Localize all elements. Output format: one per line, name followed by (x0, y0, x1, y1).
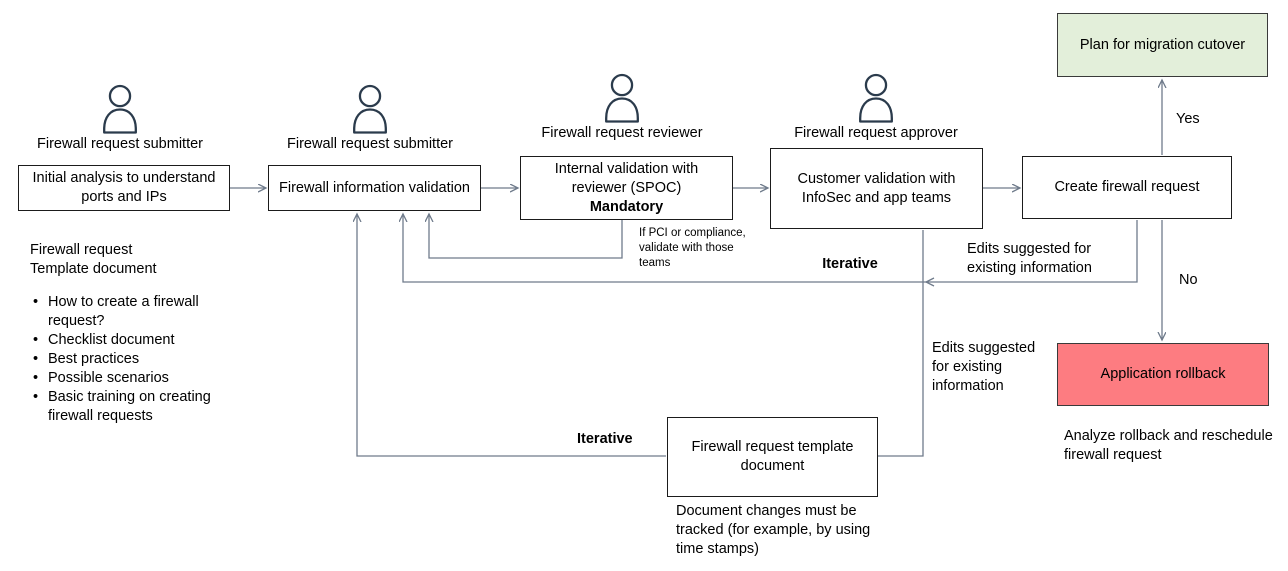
actor-submitter-2: Firewall request submitter (260, 84, 480, 152)
actor-label: Firewall request submitter (287, 136, 453, 152)
yes-label: Yes (1176, 111, 1200, 127)
bullet-item: Possible scenarios (30, 369, 220, 388)
flow-node-firewall-info-validation: Firewall information validation (268, 165, 481, 211)
node-label: Internal validation with reviewer (SPOC) (554, 160, 699, 196)
flow-node-application-rollback: Application rollback (1057, 343, 1269, 406)
node-label: Application rollback (1100, 366, 1226, 382)
node-label: Create firewall request (1054, 179, 1200, 195)
iterative-label-top: Iterative (822, 256, 878, 272)
pci-compliance-note: If PCI or compliance, validate with thos… (639, 227, 746, 269)
iterative-label-bottom: Iterative (577, 431, 633, 447)
flow-node-initial-analysis: Initial analysis to understand ports and… (18, 165, 230, 211)
bullet-item: How to create a firewall request? (30, 293, 220, 331)
edits-suggested-note-side: Edits suggested for existing information (932, 340, 1036, 394)
bullet-item: Best practices (30, 350, 220, 369)
arrow-pci-loop (429, 214, 623, 259)
edits-suggested-note-top: Edits suggested for existing information (967, 241, 1092, 276)
document-changes-note: Document changes must be tracked (for ex… (676, 503, 871, 557)
node-label: Firewall information validation (279, 179, 470, 196)
flow-node-template-document: Firewall request template document (667, 417, 878, 497)
person-icon (103, 84, 137, 134)
node-label: Plan for migration cutover (1079, 36, 1246, 53)
actor-label: Firewall request submitter (37, 136, 203, 152)
bullet-item: Basic training on creating firewall requ… (30, 388, 220, 426)
arrowhead-edits-mid (924, 277, 935, 287)
flow-node-internal-validation: Internal validation with reviewer (SPOC)… (520, 156, 733, 220)
node-label: Initial analysis to understand ports and… (32, 170, 216, 205)
template-document-heading: Firewall request Template document (30, 242, 157, 277)
bullet-item: Checklist document (30, 331, 220, 350)
person-icon (353, 84, 387, 134)
arrow-iterative-loop (357, 214, 666, 457)
actor-reviewer: Firewall request reviewer (512, 73, 732, 141)
no-label: No (1179, 272, 1198, 288)
node-label: Firewall request template document (691, 439, 854, 474)
actor-label: Firewall request reviewer (541, 125, 703, 141)
template-document-bullet-list: How to create a firewall request? Checkl… (30, 293, 220, 426)
person-icon (859, 73, 893, 123)
person-icon (605, 73, 639, 123)
actor-label: Firewall request approver (794, 125, 958, 141)
rollback-analysis-note: Analyze rollback and reschedule firewall… (1064, 428, 1273, 463)
actor-approver: Firewall request approver (766, 73, 986, 141)
flow-node-migration-cutover: Plan for migration cutover (1057, 13, 1268, 77)
flow-node-create-request: Create firewall request (1022, 156, 1232, 219)
actor-submitter-1: Firewall request submitter (10, 84, 230, 152)
flow-node-customer-validation: Customer validation with InfoSec and app… (770, 148, 983, 229)
node-label: Customer validation with InfoSec and app… (797, 170, 956, 206)
node-emphasis: Mandatory (589, 198, 664, 215)
